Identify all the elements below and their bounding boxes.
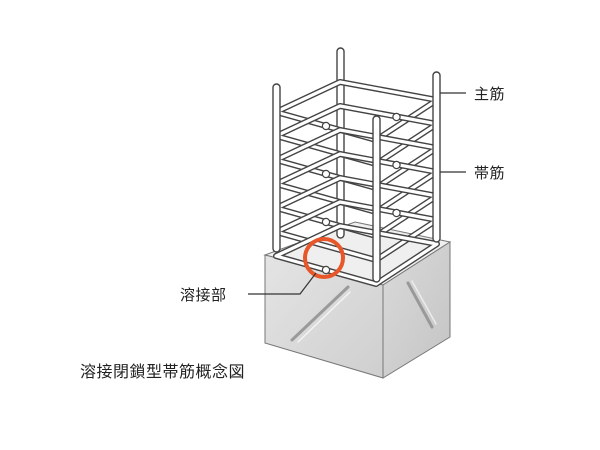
concrete-right-face [382, 241, 451, 379]
weld-point [321, 217, 331, 227]
weld-point [392, 112, 401, 122]
leader-weld [248, 272, 317, 295]
weld-point [321, 121, 331, 131]
weld-label: 溶接部 [180, 286, 227, 304]
weld-point [321, 169, 331, 179]
main-bar-back [336, 47, 345, 239]
main-bar-left [272, 83, 281, 253]
weld-highlight-circle [303, 237, 345, 279]
weld-point [392, 160, 401, 170]
main-bar-label: 主筋 [474, 85, 506, 103]
hoop-ring-inner [274, 224, 439, 286]
main-bar-right [432, 71, 441, 243]
diagram-caption: 溶接閉鎖型帯筋概念図 [80, 362, 246, 381]
weld-points [321, 112, 401, 275]
main-bar-front [372, 115, 381, 283]
weld-point [321, 265, 331, 275]
weld-point [392, 208, 401, 218]
hoop-label: 帯筋 [474, 164, 506, 182]
